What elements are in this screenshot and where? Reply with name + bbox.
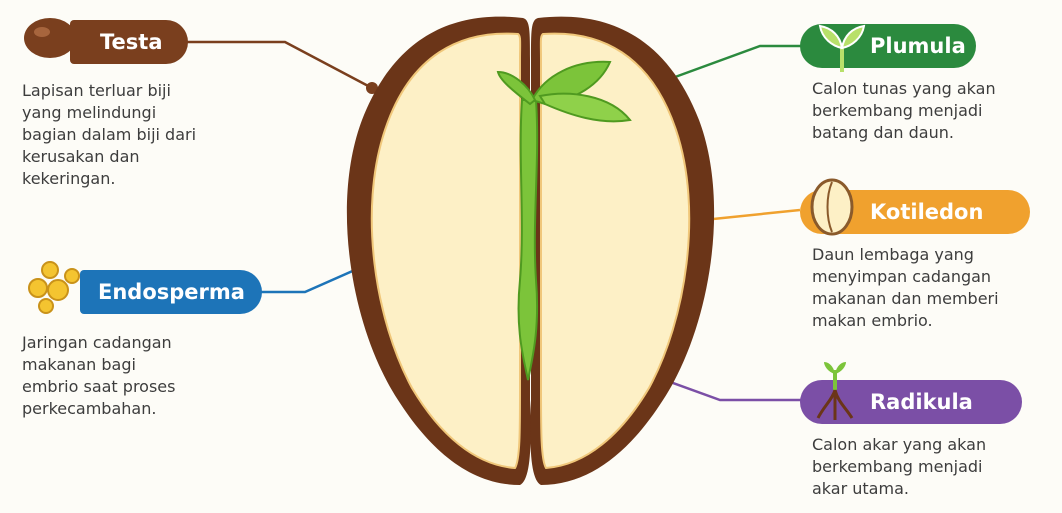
radikula-title: Radikula <box>870 390 973 414</box>
plumula-description: Calon tunas yang akan berkembang menjadi… <box>812 78 1042 144</box>
endosperma-label: Endosperma <box>80 270 262 314</box>
radikula-description: Calon akar yang akan berkembang menjadi … <box>812 434 1042 500</box>
endosperma-title: Endosperma <box>98 280 245 304</box>
sprout-icon <box>814 18 870 74</box>
cotyledon-seed-icon <box>808 176 856 238</box>
kotiledon-title: Kotiledon <box>870 200 983 224</box>
oil-droplets-icon <box>22 258 84 320</box>
endosperma-description: Jaringan cadangan makanan bagi embrio sa… <box>22 332 242 420</box>
kotiledon-description: Daun lembaga yang menyimpan cadangan mak… <box>812 244 1042 332</box>
testa-label: Testa <box>70 20 188 64</box>
plumula-title: Plumula <box>870 34 966 58</box>
root-sprout-icon <box>810 360 860 422</box>
testa-title: Testa <box>100 30 163 54</box>
embryo-axis <box>519 100 538 380</box>
testa-description: Lapisan terluar biji yang melindungi bag… <box>22 80 242 190</box>
